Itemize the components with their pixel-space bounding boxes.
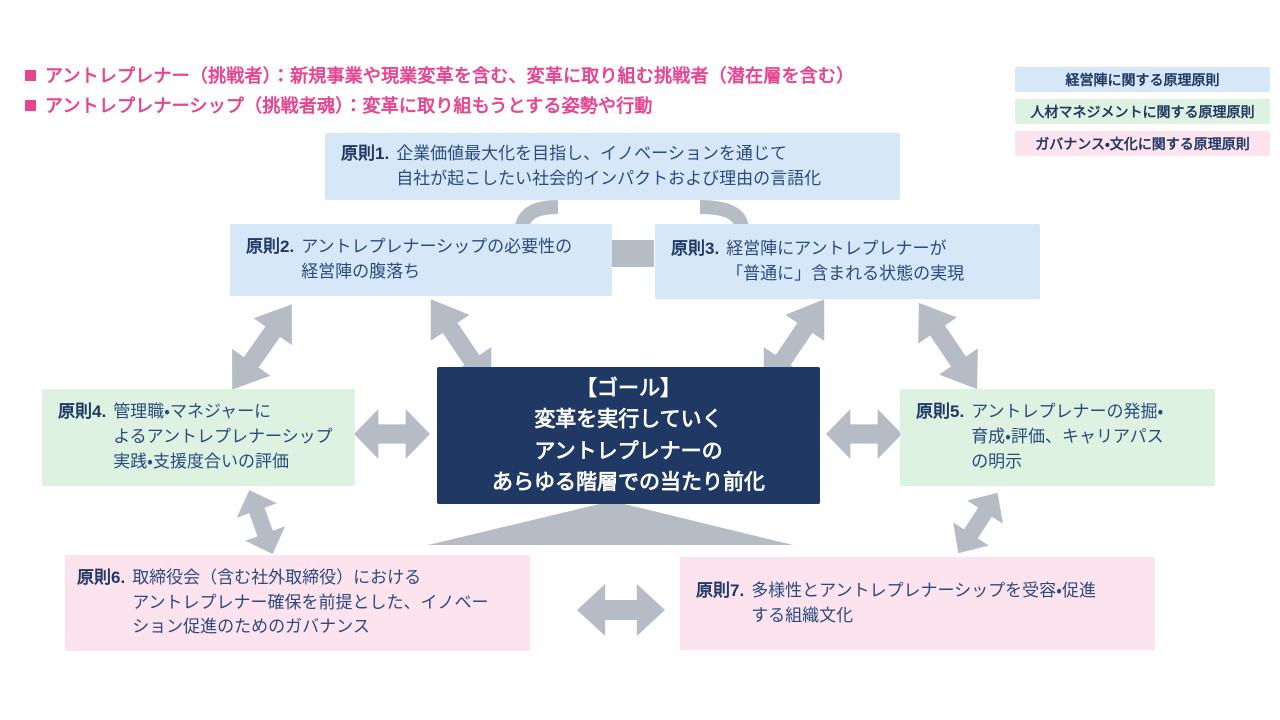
principle-7-text: 多様性とアントレプレナーシップを受容・促進 する組織文化 [751,580,1096,625]
principle-7-label: 原則7. [696,580,745,600]
principle-7-box: 原則7. 多様性とアントレプレナーシップを受容・促進 する組織文化 [680,557,1155,650]
principle-1-label: 原則1. [341,143,390,163]
principle-5-text: アントレプレナーの発掘・ 育成・評価、キャリアパス の明示 [971,402,1164,471]
principle-4-text: 管理職・マネジャーに よるアントレプレナーシップ 実践・支援度合いの評価 [113,402,333,471]
arrow-p4-p6 [229,482,293,562]
arrow-p4-goal [354,409,430,459]
principle-2-box: 原則2. アントレプレナーシップの必要性の 経営陣の腹落ち [230,224,612,296]
connector-p2-p3 [612,240,654,267]
principle-6-label: 原則6. [77,567,126,587]
principle-4-box: 原則4. 管理職・マネジャーに よるアントレプレナーシップ 実践・支援度合いの評… [42,389,355,486]
definition-entrepreneurship: アントレプレナーシップ（挑戦者魂）：変革に取り組もうとする姿勢や行動 [25,90,854,120]
legend-item-management: 経営陣に関する原理原則 [1015,67,1270,92]
legend-item-management-label: 経営陣に関する原理原則 [1065,71,1220,88]
legend-item-talent: 人材マネジメントに関する原理原則 [1015,99,1270,124]
principle-2-label: 原則2. [246,237,295,257]
arrow-p3-p5 [899,289,997,403]
principle-3-label: 原則3. [671,238,720,258]
arrow-p6-p7 [577,584,665,636]
principle-3-text: 経営陣にアントレプレナーが 「普通に」含まれる状態の実現 [726,238,965,283]
arrow-p2-p4 [213,290,311,404]
legend-item-talent-label: 人材マネジメントに関する原理原則 [1030,103,1255,120]
arrow-p5-p7 [940,481,1016,565]
arrow-goal-base-triangle [428,501,793,545]
principle-1-box: 原則1. 企業価値最大化を目指し、イノベーションを通じて 自社が起こしたい社会的… [325,133,900,200]
definition-entrepreneurship-text: アントレプレナーシップ（挑戦者魂）：変革に取り組もうとする姿勢や行動 [45,96,653,116]
legend-item-governance-label: ガバナンス・文化に関する原理原則 [1035,135,1250,152]
principle-6-text: 取締役会（含む社外取締役）における アントレプレナー確保を前提とした、イノベー … [132,567,489,637]
principle-2-text: アントレプレナーシップの必要性の 経営陣の腹落ち [301,237,573,281]
goal-box: 【ゴール】 変革を実行していく アントレプレナーの あらゆる階層での当たり前化 [437,367,820,504]
definition-entrepreneur-text: アントレプレナー（挑戦者）：新規事業や現業変革を含む、変革に取り組む挑戦者（潜在… [45,66,855,86]
principle-6-box: 原則6. 取締役会（含む社外取締役）における アントレプレナー確保を前提とした、… [65,555,530,651]
principle-1-text: 企業価値最大化を目指し、イノベーションを通じて 自社が起こしたい社会的インパクト… [396,143,822,188]
legend-item-governance: ガバナンス・文化に関する原理原則 [1015,131,1270,156]
arrow-goal-p5 [826,409,902,459]
legend: 経営陣に関する原理原則 人材マネジメントに関する原理原則 ガバナンス・文化に関す… [1015,67,1270,163]
definition-entrepreneur: アントレプレナー（挑戦者）：新規事業や現業変革を含む、変革に取り組む挑戦者（潜在… [25,60,854,90]
principle-4-label: 原則4. [58,402,107,422]
definitions-block: アントレプレナー（挑戦者）：新規事業や現業変革を含む、変革に取り組む挑戦者（潜在… [25,60,854,120]
bullet-square-icon [25,99,36,111]
goal-text: 【ゴール】 変革を実行していく アントレプレナーの あらゆる階層での当たり前化 [492,376,765,495]
principle-5-label: 原則5. [916,402,965,422]
principle-3-box: 原則3. 経営陣にアントレプレナーが 「普通に」含まれる状態の実現 [655,224,1040,299]
bullet-square-icon [25,69,36,81]
principle-5-box: 原則5. アントレプレナーの発掘・ 育成・評価、キャリアパス の明示 [900,389,1215,486]
